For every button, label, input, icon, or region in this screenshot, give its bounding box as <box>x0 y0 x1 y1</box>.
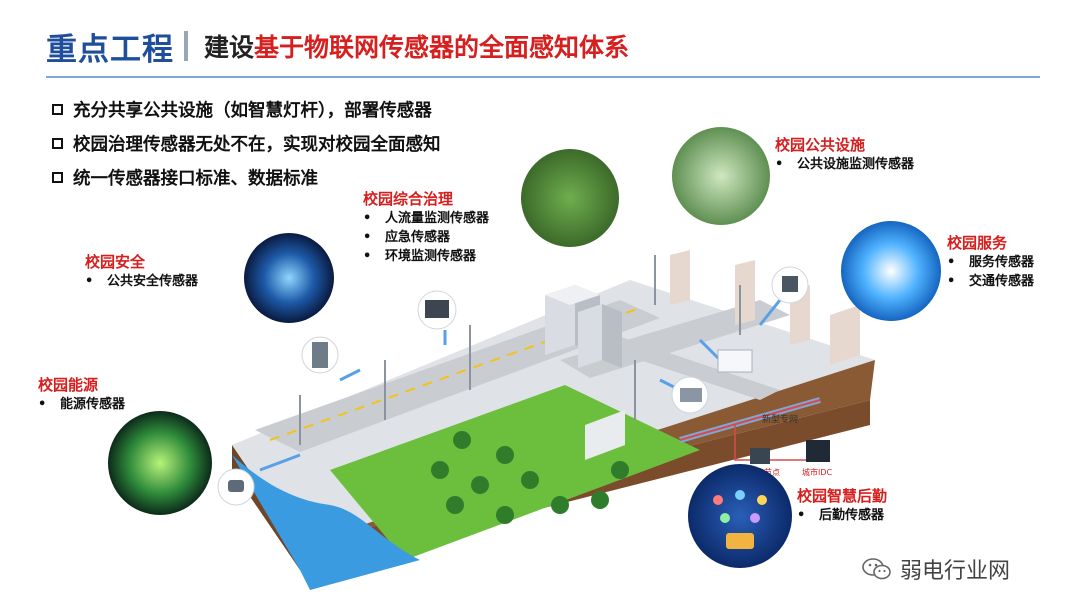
label-energy-item: •能源传感器 <box>38 397 126 412</box>
label-services-item-text: 服务传感器 <box>969 255 1035 270</box>
title-subtitle: 建设基于物联网传感器的全面感知体系 <box>204 28 629 64</box>
bullet-item: 统一传感器接口标准、数据标准 <box>52 160 441 194</box>
watermark-text: 弱电行业网 <box>900 559 1011 584</box>
bullet-text: 充分共享公共设施（如智慧灯杆），部署传感器 <box>73 100 432 121</box>
label-facilities-item: •公共设施监测传感器 <box>775 157 915 172</box>
label-energy-item-text: 能源传感器 <box>60 397 126 412</box>
label-safety-title: 校园安全 <box>85 253 146 271</box>
label-energy-title: 校园能源 <box>38 376 99 394</box>
idc-label: 城市IDC <box>802 467 833 477</box>
facilities-image <box>672 127 770 225</box>
network-label: 新型专网 <box>762 413 798 425</box>
bullet-list: 充分共享公共设施（如智慧灯杆），部署传感器 校园治理传感器无处不在，实现对校园全… <box>52 92 441 194</box>
bullet-item: 校园治理传感器无处不在，实现对校园全面感知 <box>52 126 441 160</box>
bullet-item: 充分共享公共设施（如智慧灯杆），部署传感器 <box>52 92 441 126</box>
trees <box>431 431 629 524</box>
title-divider <box>46 76 1040 78</box>
label-logistics-item: •后勤传感器 <box>797 508 885 523</box>
label-governance: 校园综合治理 •人流量监测传感器 •应急传感器 •环境监测传感器 <box>363 190 489 266</box>
watermark: 弱电行业网 <box>862 553 1010 585</box>
label-services-item: •服务传感器 <box>947 255 1035 270</box>
title-sub-prefix: 建设 <box>204 33 255 62</box>
label-facilities-title: 校园公共设施 <box>775 136 866 154</box>
label-safety-item-text: 公共安全传感器 <box>107 274 199 289</box>
title-separator <box>184 31 188 61</box>
smart-light-poles <box>299 255 741 445</box>
bullet-text: 统一传感器接口标准、数据标准 <box>73 168 318 189</box>
label-facilities: 校园公共设施 •公共设施监测传感器 <box>775 136 914 174</box>
idc-server-icon <box>806 440 830 462</box>
bullet-text: 校园治理传感器无处不在，实现对校园全面感知 <box>73 134 441 155</box>
title-main: 重点工程 <box>46 31 174 68</box>
network-diagram <box>679 397 830 464</box>
road-side <box>580 330 780 400</box>
label-services-title: 校园服务 <box>947 234 1008 252</box>
label-energy: 校园能源 •能源传感器 <box>38 376 125 414</box>
label-governance-item: •人流量监测传感器 <box>363 211 490 226</box>
label-governance-item-text: 环境监测传感器 <box>385 249 477 264</box>
label-logistics-item-text: 后勤传感器 <box>819 508 885 523</box>
logistics-image <box>688 464 792 568</box>
label-governance-item-text: 人流量监测传感器 <box>385 211 490 226</box>
label-services: 校园服务 •服务传感器 •交通传感器 <box>947 234 1034 291</box>
label-governance-item-text: 应急传感器 <box>385 230 451 245</box>
buildings <box>545 250 860 460</box>
logistics-app-icons <box>713 490 767 549</box>
checkbox-icon <box>52 137 63 149</box>
label-logistics-title: 校园智慧后勤 <box>797 487 888 505</box>
label-safety-item: •公共安全传感器 <box>85 274 199 289</box>
page-title: 重点工程 建设基于物联网传感器的全面感知体系 <box>46 24 629 68</box>
label-governance-item: •环境监测传感器 <box>363 249 477 264</box>
label-logistics: 校园智慧后勤 •后勤传感器 <box>797 487 887 525</box>
lake <box>232 455 420 590</box>
network-node-icon <box>750 448 770 464</box>
label-governance-item: •应急传感器 <box>363 230 451 245</box>
energy-image <box>108 411 212 515</box>
device-icons <box>217 266 809 506</box>
wechat-icon <box>862 558 891 580</box>
checkbox-icon <box>52 103 63 115</box>
services-image <box>841 221 941 321</box>
label-facilities-item-text: 公共设施监测传感器 <box>797 157 915 172</box>
label-services-item-text: 交通传感器 <box>969 274 1035 289</box>
label-services-item: •交通传感器 <box>947 274 1035 289</box>
governance-image <box>521 149 619 247</box>
label-safety: 校园安全 •公共安全传感器 <box>85 253 198 291</box>
safety-image <box>244 233 334 323</box>
label-governance-title: 校园综合治理 <box>363 190 454 208</box>
checkbox-icon <box>52 171 63 183</box>
title-sub-highlight: 基于物联网传感器的全面感知体系 <box>254 33 630 62</box>
